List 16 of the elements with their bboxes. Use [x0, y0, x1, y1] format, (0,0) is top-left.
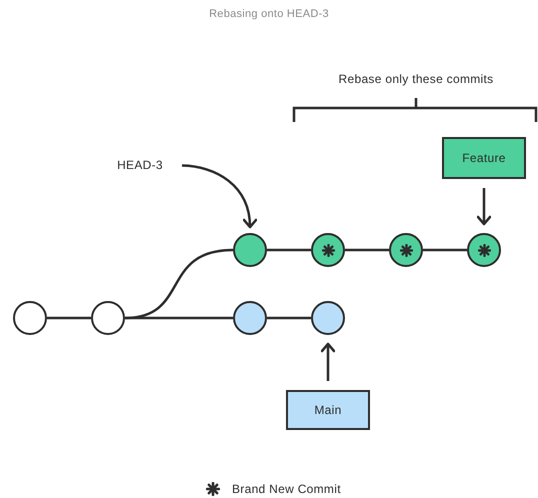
arrow: [320, 342, 336, 381]
connector-line: [47, 316, 91, 320]
connector-line: [423, 248, 467, 252]
legend-label: Brand New Commit: [232, 481, 341, 498]
connector-line: [125, 316, 233, 320]
connector-line: [267, 248, 311, 252]
branch-box: Main: [286, 390, 370, 430]
branch-box: Feature: [442, 137, 526, 179]
arrow: [476, 188, 492, 226]
connector-line: [124, 248, 234, 320]
arrow: [182, 164, 257, 228]
connector-line: [267, 316, 311, 320]
connector-line: [345, 248, 389, 252]
bracket-label: Rebase only these commits: [338, 71, 494, 88]
diagram-title: Rebasing onto HEAD-3: [208, 7, 330, 22]
pointer-label: HEAD-3: [104, 156, 176, 174]
